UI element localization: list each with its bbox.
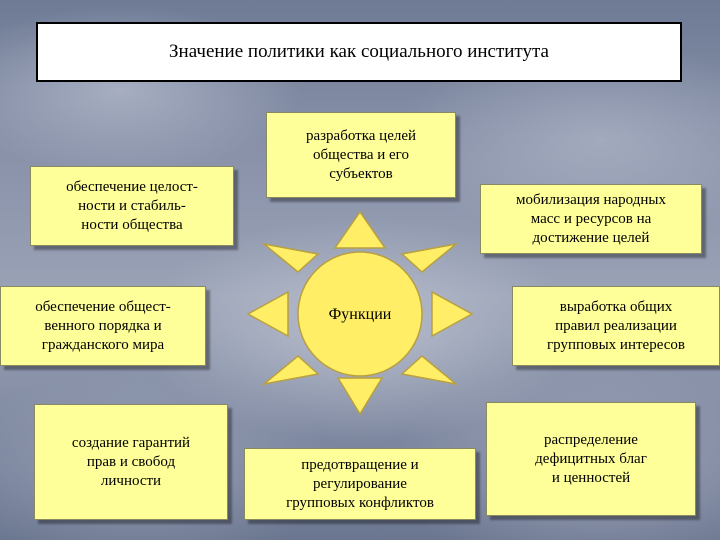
diagram-title: Значение политики как социального инстит… bbox=[36, 22, 682, 82]
sun-ray-top-left bbox=[261, 242, 320, 273]
sun-ray-bottom bbox=[336, 377, 384, 416]
sun-ray-bottom-left bbox=[261, 355, 320, 386]
function-box-left-3: создание гарантий прав и свобод личности bbox=[34, 404, 228, 520]
function-box-right-3: распределение дефицитных благ и ценносте… bbox=[486, 402, 696, 516]
function-box-right-2: выработка общих правил реализации группо… bbox=[512, 286, 720, 366]
function-box-left-2: обеспечение общест- венного порядка и гр… bbox=[0, 286, 206, 366]
center-label: Функции bbox=[328, 306, 392, 323]
sun-ray-right bbox=[431, 290, 474, 338]
sun-ray-left bbox=[246, 290, 289, 338]
function-box-bottom: предотвращение и регулирование групповых… bbox=[244, 448, 476, 520]
function-box-right-1: мобилизация народных масс и ресурсов на … bbox=[480, 184, 702, 254]
function-box-top: разработка целей общества и его субъекто… bbox=[266, 112, 456, 198]
sun-ray-top-right bbox=[400, 242, 459, 273]
function-box-left-1: обеспечение целост- ности и стабиль- нос… bbox=[30, 166, 234, 246]
sun-ray-top bbox=[333, 210, 387, 249]
sun-core bbox=[297, 251, 423, 377]
sun-ray-bottom-right bbox=[400, 355, 459, 386]
